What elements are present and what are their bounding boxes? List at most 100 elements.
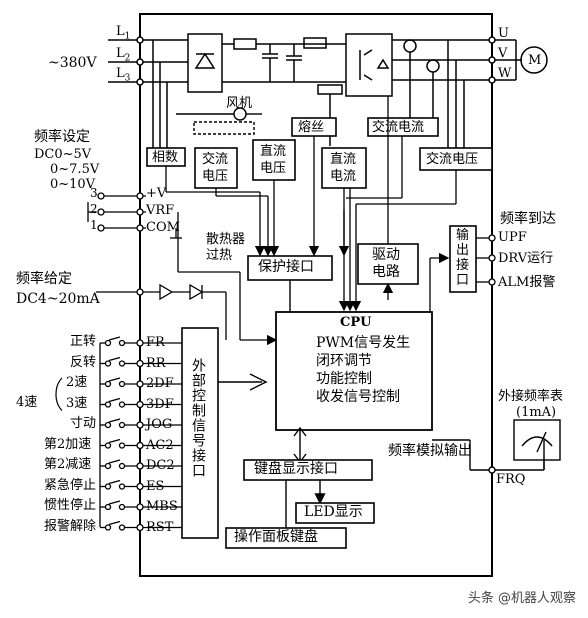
input-power-lines <box>108 36 188 148</box>
panel-keyboard-label: 操作面板键盘 <box>234 529 318 545</box>
control-terminal-label: RR <box>146 355 166 371</box>
ac-voltage-out-label: 交流电压 <box>426 152 479 167</box>
led-display-label: LED显示 <box>304 504 363 520</box>
igbt-inverter <box>345 33 492 118</box>
freq-reached-title: 频率到达 <box>500 211 556 227</box>
keypad-interface-label: 键盘显示接口 <box>254 461 338 477</box>
control-input-label: 正转 <box>70 334 97 349</box>
heatsink-label: 散热器 过热 <box>206 232 246 263</box>
control-switch <box>100 418 182 429</box>
freq-range-2: 0~7.5V <box>50 162 100 177</box>
ac-voltage-box <box>194 147 238 189</box>
control-terminal-label: FR <box>146 335 165 350</box>
cpu-function-3: 功能控制 <box>316 371 372 387</box>
freq-range-1: DC0~5V <box>34 147 92 162</box>
frequency-meter <box>513 419 561 470</box>
ac-current-box <box>367 117 439 137</box>
cpu-box <box>275 311 433 431</box>
fan-label: 风机 <box>226 96 253 111</box>
cpu-title: CPU <box>340 315 372 330</box>
control-switch <box>100 377 182 388</box>
detection-signal-lines <box>165 136 457 312</box>
control-switch <box>100 459 182 470</box>
control-terminal-label: AC2 <box>146 437 174 453</box>
control-switch <box>100 336 182 347</box>
pin-3-label: 3 <box>90 186 98 200</box>
upf-signal: UPF <box>498 230 527 245</box>
cpu-function-2: 闭环调节 <box>316 353 372 369</box>
freq-given-wiring <box>96 283 227 340</box>
control-terminal-label: JOG <box>146 417 173 432</box>
speed4-label: 4速 <box>16 395 38 410</box>
control-switch <box>100 397 182 409</box>
ac-voltage-label: 交流 电压 <box>202 152 229 184</box>
w-terminal-label: W <box>498 66 512 81</box>
phase-count-label: 相数 <box>152 150 179 165</box>
watermark: 头条 @机器人观察 <box>467 591 576 606</box>
motor-symbol <box>520 46 548 74</box>
freq-given-title: 频率给定 <box>16 271 72 287</box>
freq-setting-title: 频率设定 <box>34 129 90 145</box>
drive-circuit-label: 驱动 电路 <box>372 247 400 280</box>
rectifier <box>187 33 346 93</box>
v-terminal-label: V <box>498 46 508 61</box>
analog-output-label: 频率模拟输出 <box>388 443 472 459</box>
control-switch <box>100 479 182 491</box>
terminal-plus-v: +V <box>146 186 167 201</box>
dc-current-label: 直流 电流 <box>330 152 357 184</box>
alm-signal: ALM报警 <box>498 275 556 290</box>
control-terminal-label: 2DF <box>146 376 174 391</box>
l2-label: L2 <box>116 46 131 64</box>
control-switch <box>100 500 182 511</box>
freq-setting-wiring <box>87 192 278 346</box>
dc-voltage-label: 直流 电压 <box>260 144 287 176</box>
frq-terminal-label: FRQ <box>496 472 526 487</box>
external-interface-label: 外部控制信号接口 <box>190 358 206 478</box>
control-terminal-label: 3DF <box>146 396 174 412</box>
cpu-function-4: 收发信号控制 <box>316 389 400 405</box>
supply-voltage-label: ~380V <box>48 55 97 71</box>
protection-interface-label: 保护接口 <box>258 259 314 275</box>
u-terminal-label: U <box>498 26 509 41</box>
fuse-element <box>317 84 343 146</box>
drv-signal: DRV运行 <box>498 251 554 266</box>
control-input-label: 2速 <box>66 375 88 390</box>
control-terminal-label: RST <box>146 519 174 535</box>
meter-title: 外接频率表 <box>498 389 564 404</box>
control-input-label: 惯性停止 <box>44 498 97 513</box>
terminal-com: COM <box>146 220 180 235</box>
control-input-label: 紧急停止 <box>44 477 97 493</box>
control-input-label: 报警解除 <box>44 518 97 534</box>
external-interface-box <box>181 327 219 539</box>
pin-1-label: 1 <box>90 218 98 232</box>
freq-range-3: 0~10V <box>50 177 96 192</box>
motor-label: M <box>528 53 542 68</box>
motor-output <box>447 36 548 148</box>
meter-unit: (1mA) <box>516 405 557 420</box>
cpu-function-1: PWM信号发生 <box>316 335 411 351</box>
output-interface-box <box>449 225 477 293</box>
fan <box>176 107 262 135</box>
control-input-label: 反转 <box>70 354 97 370</box>
fuse-label: 熔丝 <box>298 120 325 135</box>
control-switch <box>100 356 182 368</box>
keypad-interface-box <box>243 459 373 481</box>
control-switch <box>100 520 182 532</box>
control-input-label: 寸动 <box>70 416 97 431</box>
control-input-label: 第2加速 <box>44 436 92 452</box>
control-switch <box>100 438 182 450</box>
speed-brace <box>55 377 63 411</box>
panel-keyboard-box <box>225 527 347 549</box>
l3-label: L3 <box>116 66 131 84</box>
control-input-label: 第2减速 <box>44 457 92 472</box>
l1-label: L1 <box>116 24 131 42</box>
led-display-box <box>295 502 375 524</box>
control-terminal-label: MBS <box>146 499 178 514</box>
ac-current-label: 交流电流 <box>372 120 425 135</box>
dc-link-capacitors <box>262 37 327 82</box>
output-interface-label: 输 出 接 口 <box>456 228 470 288</box>
control-input-label: 3速 <box>66 395 88 411</box>
control-terminal-label: DC2 <box>146 458 175 473</box>
protection-interface-box <box>247 255 333 281</box>
